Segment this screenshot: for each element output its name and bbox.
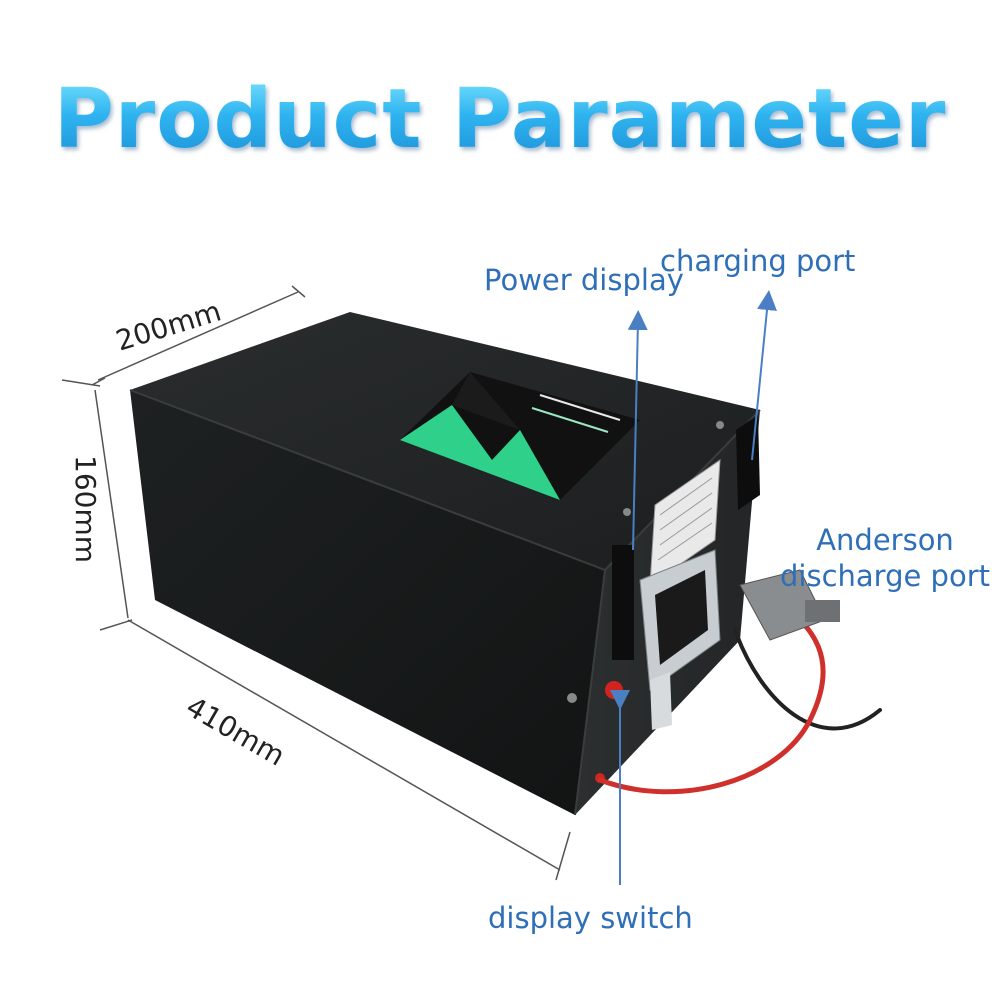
- power-display-arrow: [627, 310, 648, 551]
- width-dimension-line: [97, 291, 299, 381]
- screen-accent-shape: [400, 405, 560, 500]
- anderson-port-label: Anderson discharge port: [780, 523, 990, 594]
- callout-arrows: [610, 290, 777, 885]
- battery-front-face: [130, 390, 605, 815]
- black-cable: [733, 628, 882, 731]
- power-display-label: Power display: [484, 263, 684, 297]
- height-dimension-line: [94, 389, 129, 619]
- red-cable: [597, 617, 826, 795]
- dimension-lines: [61, 285, 571, 881]
- charging-port-label: charging port: [660, 244, 856, 278]
- display-switch-icon: [605, 681, 623, 699]
- power-display-slot: [612, 545, 634, 660]
- height-dimension-label: 160mm: [69, 455, 102, 563]
- display-switch-label: display switch: [488, 901, 693, 935]
- charging-port-arrow: [751, 290, 777, 461]
- charging-port-icon: [736, 415, 760, 510]
- page-title: Product Parameter: [0, 72, 1000, 167]
- cables: [597, 569, 882, 795]
- power-display-screen: [400, 372, 640, 500]
- length-dimension-line: [127, 619, 561, 871]
